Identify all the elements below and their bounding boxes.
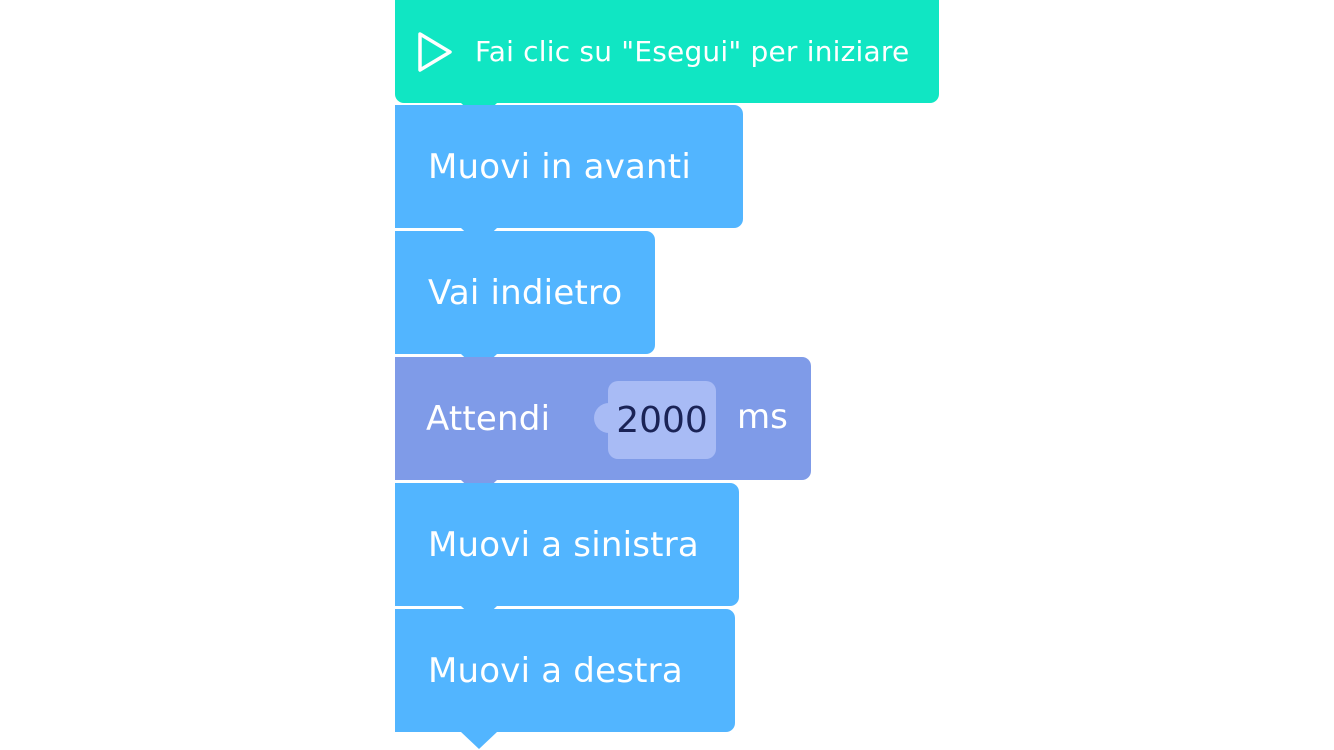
wait-duration-input[interactable]: 2000: [594, 381, 716, 459]
move-right-block[interactable]: Muovi a destra: [395, 609, 735, 749]
start-block-label: Fai clic su "Esegui" per iniziare: [475, 35, 910, 68]
block-label: Attendi: [426, 398, 551, 439]
block-label: Muovi in avanti: [428, 146, 691, 187]
wait-unit-label: ms: [737, 397, 788, 437]
wait-block[interactable]: Attendi 2000 ms: [395, 357, 811, 497]
move-left-block[interactable]: Muovi a sinistra: [395, 483, 739, 623]
block-connector: [461, 732, 497, 749]
move-forward-block[interactable]: Muovi in avanti: [395, 105, 743, 245]
move-back-block[interactable]: Vai indietro: [395, 231, 655, 371]
play-icon: [418, 31, 452, 72]
block-label: Vai indietro: [428, 272, 623, 313]
wait-duration-value: 2000: [616, 399, 708, 441]
block-label: Muovi a sinistra: [428, 524, 699, 565]
block-label: Muovi a destra: [428, 650, 683, 691]
start-block[interactable]: Fai clic su "Esegui" per iniziare: [395, 0, 939, 120]
